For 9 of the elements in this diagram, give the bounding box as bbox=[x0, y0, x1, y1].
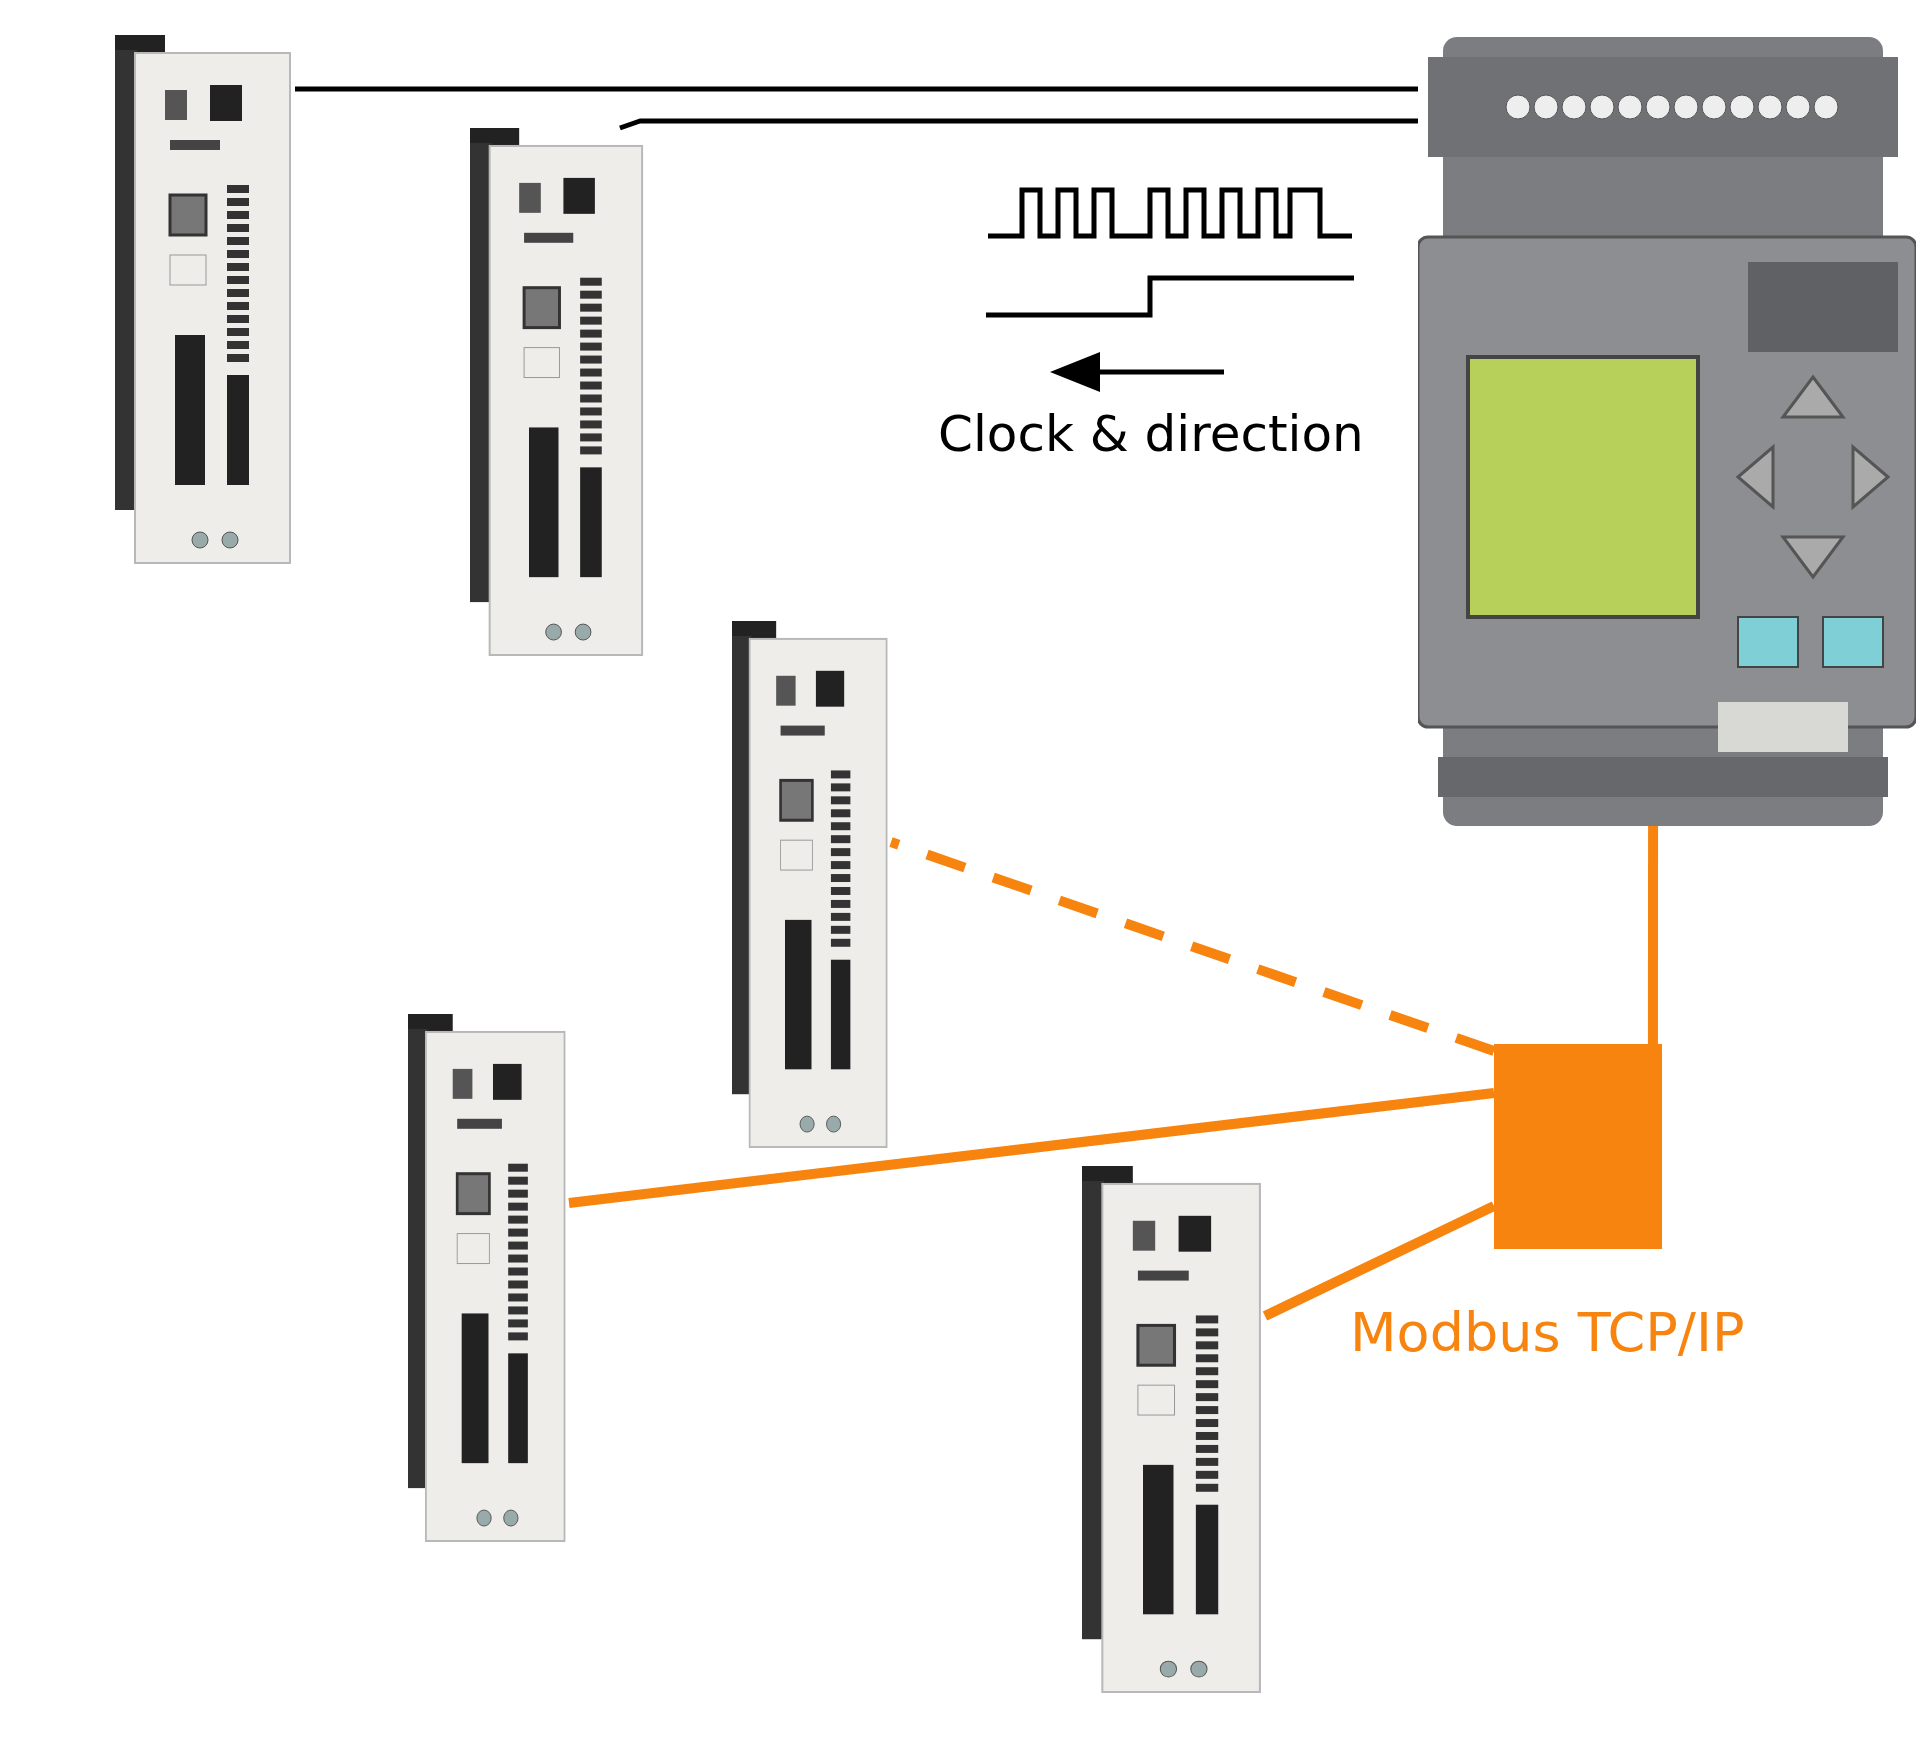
cable-line bbox=[619, 118, 1418, 131]
plc-drawing bbox=[1418, 37, 1916, 826]
signal-label: Clock & direction bbox=[938, 405, 1364, 463]
network-switch-box bbox=[1494, 1044, 1662, 1249]
cable-line bbox=[295, 86, 1418, 92]
cable-line bbox=[1647, 826, 1659, 1044]
dashed-connection-line bbox=[889, 837, 1496, 1056]
protocol-label: Modbus TCP/IP bbox=[1350, 1301, 1745, 1364]
cable-line bbox=[568, 1088, 1495, 1208]
